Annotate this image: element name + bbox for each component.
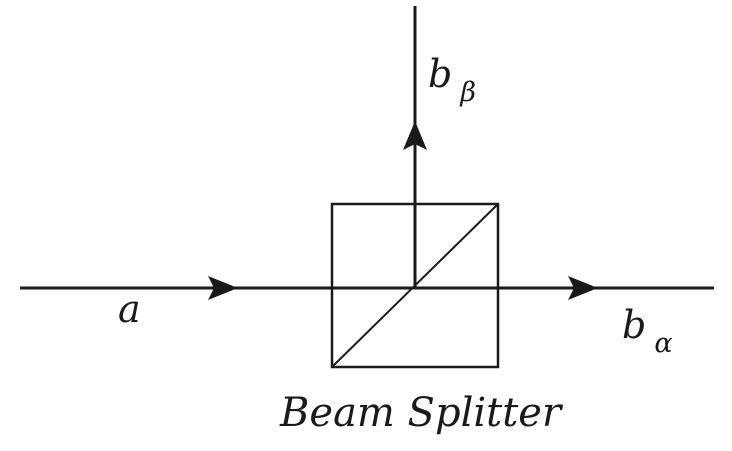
transmitted-beam-label-sub: α [654,328,672,359]
input-beam-label: a [118,287,141,331]
beam-splitter-diagonal [331,203,499,368]
reflected-beam-label-sub: β [459,77,476,108]
transmitted-arrow-icon [568,276,598,300]
reflected-arrow-icon [403,121,427,150]
reflected-beam-label-base: b [428,52,452,96]
beam-splitter-caption: Beam Splitter [279,390,564,436]
transmitted-beam-label: b α [622,303,673,359]
transmitted-beam-label-base: b [622,303,646,347]
beam-splitter-cube [330,202,500,369]
input-arrow-icon [208,276,238,300]
reflected-beam-label: b β [428,52,476,108]
